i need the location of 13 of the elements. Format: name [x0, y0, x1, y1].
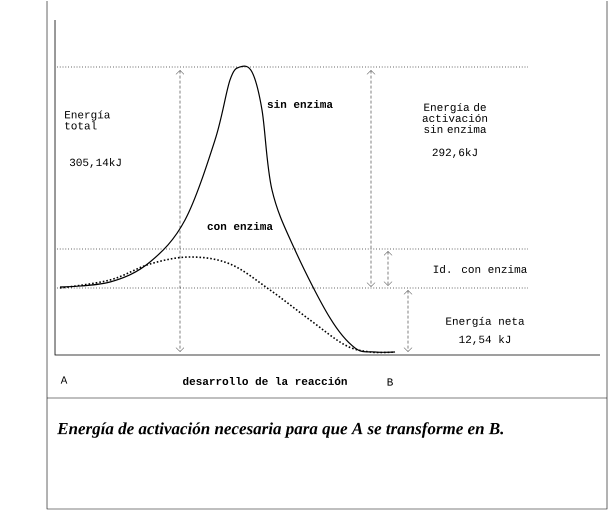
label: Id. con enzima [434, 264, 527, 274]
label: sin enzima [268, 100, 333, 108]
label: con enzima [208, 222, 273, 230]
label: 305,14kJ [70, 158, 121, 168]
label: 12,54 kJ [459, 335, 510, 345]
label: A [60, 376, 68, 384]
label: Energía neta [446, 316, 524, 328]
label: desarrollo de la reacción [183, 376, 347, 386]
label: B [388, 378, 393, 386]
label: Energía de activación sin enzima [422, 102, 488, 134]
label: Energía total [65, 110, 110, 130]
label: 292,6kJ [432, 148, 477, 158]
caption: Energía de activación necesaria para que A se transforme en B. [57, 422, 504, 438]
